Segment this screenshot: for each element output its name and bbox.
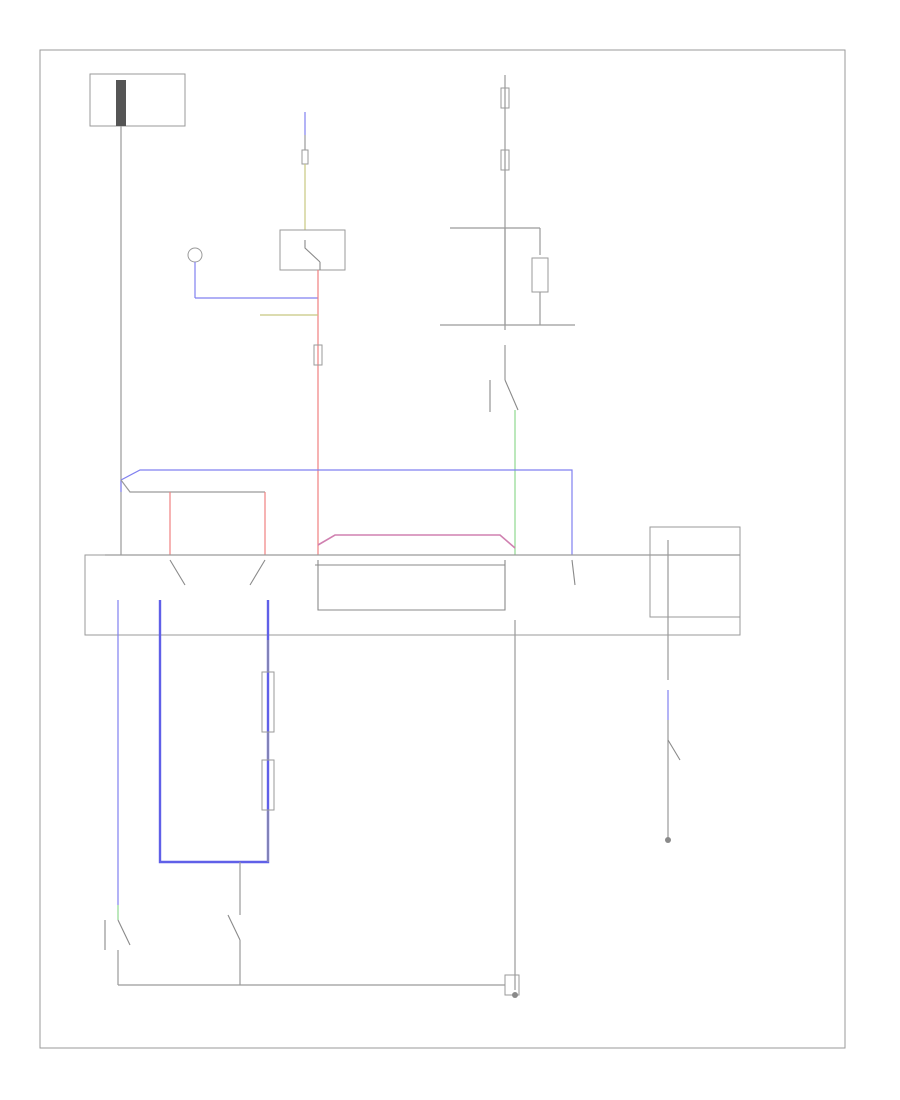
wire-pink-module [317,534,516,549]
solenoid-stack-center [261,640,275,862]
relay-switch-top-center [279,229,346,271]
pressure-switch-right [489,345,519,555]
wire-blue-heavy [158,600,270,864]
wire-blue-bus [120,469,573,555]
bottom-switch-center [227,862,241,985]
fuse-block-top-left [89,73,186,127]
fuse-red-wire [313,344,323,366]
bottom-switch-left [104,905,131,985]
sensor-top-left [187,247,318,299]
ground-branch-right [665,690,681,843]
relay-coil-top-right [440,227,575,326]
relay-module-box [84,554,741,636]
ground-bottom-center [504,974,520,998]
fuse-top-center [301,112,309,230]
diagram-border [39,49,846,1049]
module-relays [105,526,741,680]
